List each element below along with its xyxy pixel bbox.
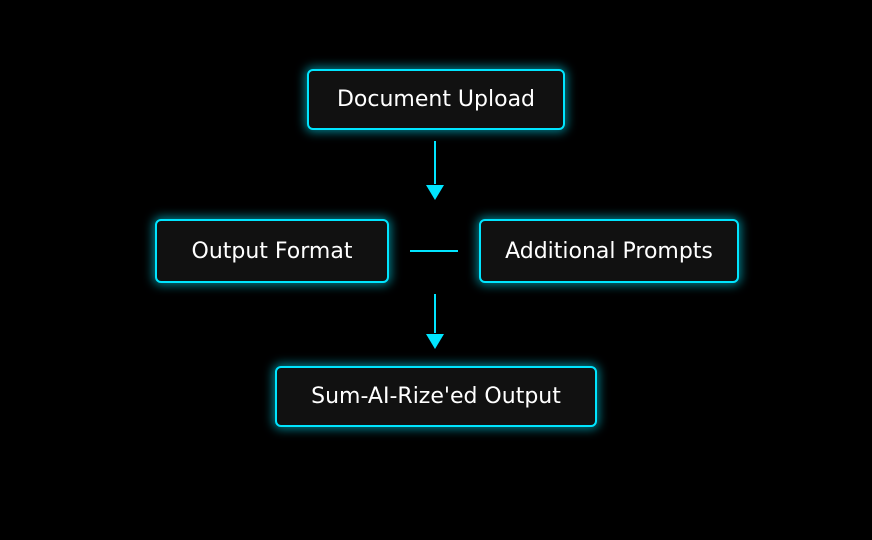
- node-additional-prompts-label: Additional Prompts: [505, 238, 713, 264]
- node-summarized-output-label: Sum-AI-Rize'ed Output: [311, 384, 561, 409]
- node-additional-prompts: Additional Prompts: [479, 219, 739, 283]
- node-output-format: Output Format: [155, 219, 389, 283]
- node-document-upload-label: Document Upload: [336, 87, 536, 112]
- node-document-upload: Document Upload: [307, 69, 565, 130]
- node-output-format-label: Output Format: [191, 238, 353, 264]
- arrowhead-upload-down: [426, 185, 444, 200]
- node-summarized-output: Sum-AI-Rize'ed Output: [275, 366, 597, 427]
- arrowhead-to-output: [426, 334, 444, 349]
